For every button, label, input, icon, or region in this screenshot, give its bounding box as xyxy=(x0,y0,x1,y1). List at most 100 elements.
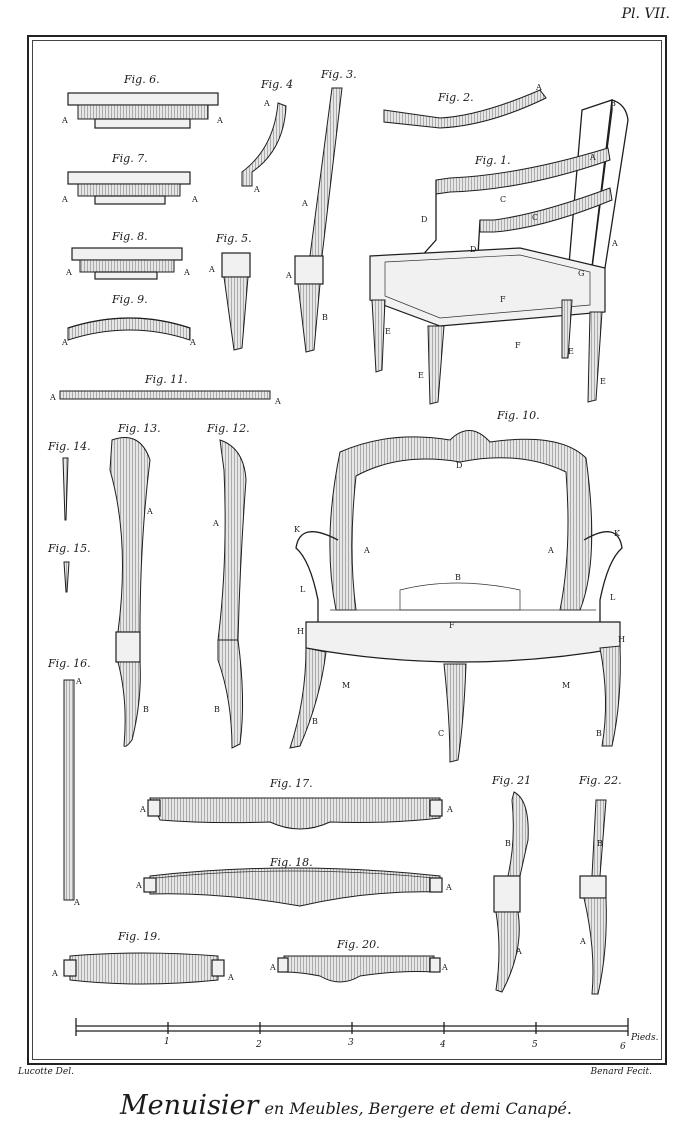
fig9-letter-a-left: A xyxy=(61,338,68,347)
fig10-letter-d: D xyxy=(456,461,462,470)
fig1-letter-f-rail: F xyxy=(515,341,521,350)
fig13-letter-b: B xyxy=(143,705,149,714)
fig7-letter-a-right: A xyxy=(191,195,198,204)
figure-17: Fig. 17. A A xyxy=(139,777,453,830)
fig11-label: Fig. 11. xyxy=(144,373,188,386)
fig12-label: Fig. 12. xyxy=(206,422,250,435)
fig18-letter-a-left: A xyxy=(135,881,142,890)
figure-20: Fig. 20. A A xyxy=(269,938,448,983)
fig19-label: Fig. 19. xyxy=(117,930,161,943)
fig11-letter-a-right: A xyxy=(274,397,281,406)
figure-12: Fig. 12. A B xyxy=(206,422,250,749)
fig22-label: Fig. 22. xyxy=(578,774,622,787)
fig18-label: Fig. 18. xyxy=(269,856,313,869)
fig9-letter-a-right: A xyxy=(189,338,196,347)
fig10-letter-l-right: L xyxy=(610,593,616,602)
fig12-letter-a: A xyxy=(212,519,219,528)
plate-caption: Menuisier en Meubles, Bergere et demi Can… xyxy=(0,1090,692,1121)
fig10-letter-h-left: H xyxy=(297,627,304,636)
fig18-letter-a-right: A xyxy=(445,883,452,892)
figure-22: Fig. 22. B A xyxy=(578,774,622,995)
fig10-label: Fig. 10. xyxy=(496,409,540,422)
fig10-letter-f: F xyxy=(449,621,455,630)
fig3-letter-a-upper: A xyxy=(301,199,308,208)
fig3-letter-a-lower: A xyxy=(285,271,292,280)
fig1-letter-f-seat: F xyxy=(500,295,506,304)
fig4-letter-a-top: A xyxy=(263,99,270,108)
figure-13: Fig. 13. A B xyxy=(109,422,161,747)
fig10-letter-k-left: K xyxy=(294,525,301,534)
fig2-letter-a: A xyxy=(535,83,542,92)
figure-19: Fig. 19. A A xyxy=(51,930,234,985)
scale-tick-2: 2 xyxy=(255,1040,262,1050)
fig11-letter-a-left: A xyxy=(49,393,56,402)
fig21-letter-b: B xyxy=(505,839,511,848)
engraver-credit: Benard Fecit. xyxy=(590,1067,652,1077)
fig1-letter-e-back: E xyxy=(385,327,391,336)
figure-11: Fig. 11. A A xyxy=(49,373,281,406)
fig16-letter-a-bottom: A xyxy=(73,898,80,907)
fig1-label: Fig. 1. xyxy=(474,154,511,167)
scale-tick-4: 4 xyxy=(439,1040,446,1050)
fig1-letter-e-front: E xyxy=(418,371,424,380)
plate-frame xyxy=(27,35,667,1065)
fig10-letter-k-right: K xyxy=(614,529,621,538)
fig22-letter-a: A xyxy=(579,937,586,946)
scale-tick-5: 5 xyxy=(532,1040,538,1050)
figure-3: Fig. 3. A A B xyxy=(285,68,357,353)
fig6-letter-a-right: A xyxy=(216,116,223,125)
fig13-letter-a: A xyxy=(146,507,153,516)
figure-18: Fig. 18. A A xyxy=(135,856,452,907)
fig6-label: Fig. 6. xyxy=(123,73,160,86)
fig10-letter-m-left: M xyxy=(342,681,350,690)
fig1-letter-b: B xyxy=(610,99,616,108)
fig10-letter-b-right: B xyxy=(596,729,602,738)
fig17-letter-a-right: A xyxy=(446,805,453,814)
fig2-label: Fig. 2. xyxy=(437,91,474,104)
fig20-label: Fig. 20. xyxy=(336,938,380,951)
scale-tick-3: 3 xyxy=(348,1038,354,1048)
fig8-label: Fig. 8. xyxy=(111,230,148,243)
fig1-letter-a-back: A xyxy=(589,153,596,162)
scale-tick-6: 6 xyxy=(620,1042,626,1052)
fig13-label: Fig. 13. xyxy=(117,422,161,435)
fig10-letter-b-left: B xyxy=(312,717,318,726)
fig16-letter-a-top: A xyxy=(75,677,82,686)
fig16-label: Fig. 16. xyxy=(47,657,91,670)
fig3-letter-b: B xyxy=(322,313,328,322)
figure-2: Fig. 2. A xyxy=(383,83,547,129)
fig19-letter-a-right: A xyxy=(227,973,234,982)
fig7-label: Fig. 7. xyxy=(111,152,148,165)
fig4-label: Fig. 4 xyxy=(260,78,293,91)
fig17-label: Fig. 17. xyxy=(269,777,313,790)
fig19-letter-a-left: A xyxy=(51,969,58,978)
scale-tick-1: 1 xyxy=(164,1037,170,1047)
fig1-letter-c-upper: C xyxy=(500,195,506,204)
fig20-letter-a-left: A xyxy=(269,963,276,972)
figure-4: Fig. 4 A A xyxy=(241,78,293,194)
figure-21: Fig. 21 B A xyxy=(491,774,531,993)
fig10-letter-h-right: H xyxy=(618,635,625,644)
scale-bar: 1 2 3 4 5 6 Pieds. xyxy=(75,1018,659,1052)
fig21-letter-a: A xyxy=(515,947,522,956)
fig1-letter-d-left: D xyxy=(421,215,427,224)
fig10-letter-m-right: M xyxy=(562,681,570,690)
fig1-letter-g: G xyxy=(578,269,584,278)
fig20-letter-a-right: A xyxy=(441,963,448,972)
fig5-letter-a: A xyxy=(208,265,215,274)
figure-15: Fig. 15. xyxy=(47,542,91,593)
fig1-letter-e-side: E xyxy=(568,347,574,356)
fig1-letter-a-post: A xyxy=(611,239,618,248)
caption-main: Menuisier xyxy=(120,1090,259,1121)
fig1-letter-c-lower: C xyxy=(532,213,538,222)
fig1-letter-e-right: E xyxy=(600,377,606,386)
fig7-letter-a-left: A xyxy=(61,195,68,204)
caption-sub: en Meubles, Bergere et demi Canapé. xyxy=(264,1099,572,1118)
fig3-label: Fig. 3. xyxy=(320,68,357,81)
fig10-letter-a-right: A xyxy=(547,546,554,555)
fig22-letter-b: B xyxy=(597,839,603,848)
draftsman-credit: Lucotte Del. xyxy=(18,1067,74,1077)
plate-number: Pl. VII. xyxy=(621,6,670,22)
fig10-letter-b-top: B xyxy=(455,573,461,582)
